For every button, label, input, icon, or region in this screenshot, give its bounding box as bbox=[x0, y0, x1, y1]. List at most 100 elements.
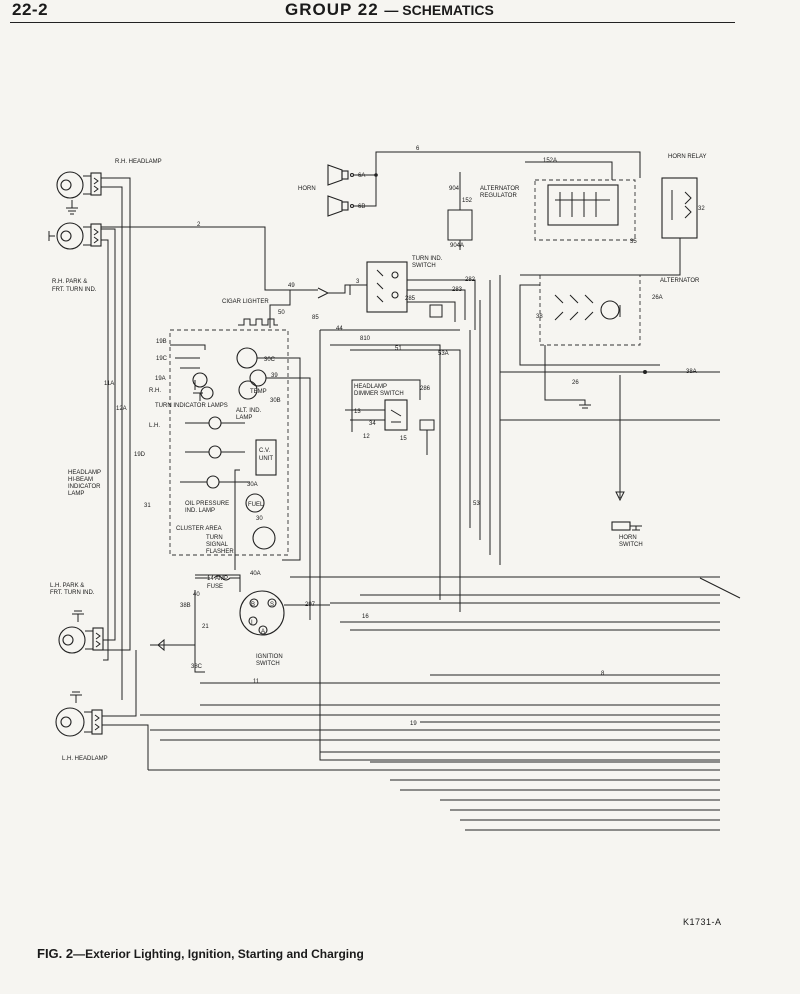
label-ign-2: SWITCH bbox=[256, 661, 280, 667]
group-subtitle: — SCHEMATICS bbox=[384, 2, 494, 18]
wire-19b: 19B bbox=[156, 339, 167, 345]
wire-51: 51 bbox=[395, 346, 402, 352]
wire-30c: 30C bbox=[264, 357, 276, 363]
group-title-main: GROUP 22 bbox=[285, 0, 379, 19]
label-term-a: A bbox=[261, 629, 265, 635]
wire-285: 285 bbox=[405, 296, 416, 302]
wire-11a: 11A bbox=[104, 381, 114, 387]
label-hibeam-2: HI-BEAM bbox=[68, 477, 93, 483]
wire-3: 3 bbox=[356, 279, 360, 285]
wire-12a: 12A bbox=[116, 406, 127, 412]
label-flasher-3: FLASHER bbox=[206, 549, 234, 555]
label-alt-regulator-1: ALTERNATOR bbox=[480, 186, 520, 192]
wire-49: 49 bbox=[288, 283, 295, 289]
lh-headlamp bbox=[55, 691, 103, 737]
label-turn-switch-1: TURN IND. bbox=[412, 256, 443, 262]
caption-text: —Exterior Lighting, Ignition, Starting a… bbox=[73, 947, 364, 961]
wire-38c: 38C bbox=[191, 664, 203, 670]
wire-30b: 30B bbox=[270, 398, 281, 404]
wire-34: 34 bbox=[369, 421, 376, 427]
wire-26: 26 bbox=[572, 380, 579, 386]
label-term-s: S bbox=[270, 602, 274, 608]
alternator-regulator bbox=[534, 179, 636, 241]
label-alt-regulator-2: REGULATOR bbox=[480, 193, 517, 199]
caption-label: FIG. 2 bbox=[37, 946, 74, 961]
wire-38a: 38A bbox=[686, 369, 697, 375]
wire-26a: 26A bbox=[652, 295, 663, 301]
headlamp-dimmer-switch bbox=[384, 399, 408, 431]
label-lh-park-2: FRT. TURN IND. bbox=[50, 590, 95, 596]
wire-19: 19 bbox=[410, 721, 417, 727]
wire-6b: 6B bbox=[358, 204, 365, 210]
label-rh-headlamp: R.H. HEADLAMP bbox=[115, 159, 162, 165]
wire-numbers: 6 6A 6B 152A 904 152 904A 2 49 50 85 3 2… bbox=[104, 146, 705, 727]
wire-32: 32 bbox=[698, 206, 705, 212]
wire-904: 904 bbox=[449, 186, 460, 192]
wire-810: 810 bbox=[360, 336, 371, 342]
lh-park-lamp bbox=[58, 610, 104, 654]
label-horn-switch-2: SWITCH bbox=[619, 542, 643, 548]
label-hibeam-3: INDICATOR bbox=[68, 484, 101, 490]
label-hibeam-1: HEADLAMP bbox=[68, 470, 101, 476]
wire-11: 11 bbox=[253, 679, 260, 685]
wire-53: 53 bbox=[473, 501, 480, 507]
page-number: 22-2 bbox=[12, 0, 49, 19]
wire-2: 2 bbox=[197, 222, 201, 228]
label-turn-ind-lamps: TURN INDICATOR LAMPS bbox=[155, 403, 228, 409]
page-header: 22-2 GROUP 22 — SCHEMATICS bbox=[0, 0, 800, 26]
label-temp: TEMP bbox=[250, 389, 267, 395]
label-cluster-area: CLUSTER AREA bbox=[176, 526, 222, 532]
label-rh-park-1: R.H. PARK & bbox=[52, 279, 87, 285]
group-title: GROUP 22 — SCHEMATICS bbox=[285, 0, 494, 20]
label-fuel: FUEL bbox=[248, 502, 264, 508]
label-term-i: I bbox=[251, 620, 253, 626]
label-lh: L.H. bbox=[149, 423, 160, 429]
wire-297: 297 bbox=[305, 602, 316, 608]
label-dimmer-1: HEADLAMP bbox=[354, 384, 387, 390]
wire-152a: 152A bbox=[543, 158, 557, 164]
main-harness bbox=[140, 576, 720, 831]
wire-35: 35 bbox=[630, 239, 637, 245]
label-dimmer-2: DIMMER SWITCH bbox=[354, 391, 404, 397]
wire-19a: 19A bbox=[155, 376, 166, 382]
wire-8: 8 bbox=[601, 671, 605, 677]
wire-31: 31 bbox=[144, 503, 151, 509]
label-horn: HORN bbox=[298, 186, 316, 192]
label-flasher-1: TURN bbox=[206, 535, 223, 541]
alternator bbox=[539, 274, 641, 346]
label-fuse-1: 14 AMP. bbox=[207, 576, 229, 582]
wire-286: 286 bbox=[420, 386, 431, 392]
component-labels: R.H. HEADLAMP R.H. PARK & FRT. TURN IND.… bbox=[50, 154, 707, 762]
wire-15: 15 bbox=[400, 436, 407, 442]
wire-44: 44 bbox=[336, 326, 343, 332]
label-oil-2: IND. LAMP bbox=[185, 508, 215, 514]
label-flasher-2: SIGNAL bbox=[206, 542, 229, 548]
wire-12: 12 bbox=[363, 434, 370, 440]
wire-50: 50 bbox=[278, 310, 285, 316]
label-fuse-2: FUSE bbox=[207, 584, 223, 590]
horn-lower bbox=[327, 195, 355, 217]
header-rule bbox=[10, 22, 735, 23]
wire-38b: 38B bbox=[180, 603, 191, 609]
label-alt-ind-1: ALT. IND. bbox=[236, 408, 262, 414]
wire-283: 283 bbox=[452, 287, 463, 293]
label-cv-unit-2: UNIT bbox=[259, 456, 273, 462]
wire-40a: 40A bbox=[250, 571, 261, 577]
wire-16: 16 bbox=[362, 614, 369, 620]
wire-40: 40 bbox=[193, 592, 200, 598]
label-alt-ind-2: LAMP bbox=[236, 415, 252, 421]
wire-30a: 30A bbox=[247, 482, 258, 488]
wire-38: 38 bbox=[536, 314, 543, 320]
rh-park-lamp bbox=[48, 222, 102, 250]
horn-upper bbox=[327, 164, 355, 186]
wire-30: 30 bbox=[256, 516, 263, 522]
horn-switch bbox=[611, 375, 642, 531]
wire-6a: 6A bbox=[358, 173, 365, 179]
label-cv-unit-1: C.V. bbox=[259, 448, 270, 454]
label-ign-1: IGNITION bbox=[256, 654, 283, 660]
label-rh: R.H. bbox=[149, 388, 161, 394]
wire-904a: 904A bbox=[450, 243, 464, 249]
wire-21: 21 bbox=[202, 624, 209, 630]
cluster-area-box bbox=[169, 329, 289, 556]
